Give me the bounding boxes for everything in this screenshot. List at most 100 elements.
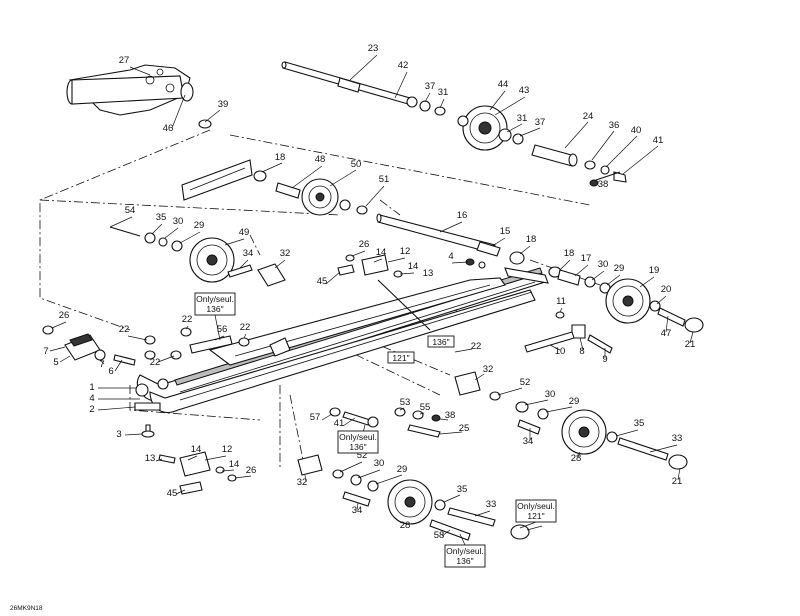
part-callout-28: 28 [571,453,582,464]
part-callout-6: 6 [108,366,113,377]
part-callout-22: 22 [471,341,482,352]
part-callout-13: 13 [145,453,156,464]
note-line: Only/seul. [446,546,484,556]
part-callout-45: 45 [317,276,328,287]
rear-right-wheel [454,371,688,470]
part-callout-32: 32 [483,364,494,375]
note-line: Only/seul. [339,432,377,442]
note-box [515,499,557,523]
part-callout-38: 38 [445,410,456,421]
diagram-code: 26MK9N18 [10,605,43,612]
rear-left-wheel [297,454,530,541]
part-callout-29: 29 [569,396,580,407]
part-callout-58: 58 [434,530,445,541]
right-front-wheel [524,266,704,354]
part-callout-14: 14 [408,261,419,272]
part-callout-54: 54 [125,205,136,216]
part-callout-22: 22 [240,322,251,333]
middle-hardware [329,407,441,438]
part-callout-28: 28 [400,520,411,531]
center-axle [376,213,549,284]
part-callout-22: 22 [119,324,130,335]
part-callout-30: 30 [545,389,556,400]
part-callout-52: 52 [357,450,368,461]
part-callout-13: 13 [423,268,434,279]
length-note: 121" [387,351,415,364]
part-callout-37: 37 [425,81,436,92]
part-callout-4: 4 [448,251,453,262]
note-box [194,292,236,316]
lower-left-blocks [158,451,237,495]
part-callout-26: 26 [359,239,370,250]
part-callout-32: 32 [280,248,291,259]
part-callout-26: 26 [246,465,257,476]
part-callout-31: 31 [438,87,449,98]
note-box [427,335,455,348]
part-callout-36: 36 [609,120,620,131]
part-callout-52: 52 [520,377,531,388]
part-callout-45: 45 [167,488,178,499]
part-callout-37: 37 [535,117,546,128]
callout-leaders [49,54,694,546]
part-callout-21: 21 [672,476,683,487]
note-line: 136" [432,337,449,347]
part-callout-9: 9 [602,354,607,365]
part-callout-22: 22 [182,314,193,325]
part-callout-14: 14 [191,444,202,455]
part-callout-50: 50 [351,159,362,170]
length-note: Only/seul.136" [337,430,379,454]
part-callout-47: 47 [661,328,672,339]
note-box [337,430,379,454]
part-callout-55: 55 [420,402,431,413]
part-callout-43: 43 [519,85,530,96]
part-callout-42: 42 [398,60,409,71]
part-callout-53: 53 [400,397,411,408]
part-callout-19: 19 [649,265,660,276]
part-callout-25: 25 [459,423,470,434]
left-idler-wheel [109,226,286,287]
note-line: Only/seul. [196,294,234,304]
slide-rail-assembly [134,267,546,438]
part-callout-41: 41 [653,135,664,146]
part-callout-24: 24 [583,111,594,122]
note-line: 136" [206,304,223,314]
part-callout-49: 49 [239,227,250,238]
center-blocks [337,254,486,331]
part-callout-12: 12 [222,444,233,455]
part-callout-56: 56 [217,324,228,335]
part-callout-31: 31 [517,113,528,124]
part-callout-26: 26 [59,310,70,321]
part-callout-7: 7 [43,346,48,357]
part-callout-30: 30 [374,458,385,469]
part-callout-22: 22 [150,357,161,368]
part-callout-2: 2 [89,404,94,415]
part-callout-11: 11 [556,296,566,307]
length-note: Only/seul.136" [444,544,486,568]
part-callout-40: 40 [631,125,642,136]
part-callout-44: 44 [498,79,509,90]
part-callout-35: 35 [457,484,468,495]
part-callout-51: 51 [379,174,390,185]
length-notes: Only/seul.136"136"121"Only/seul.136"Only… [194,292,557,568]
part-callout-39: 39 [218,99,229,110]
note-line: Only/seul. [517,501,555,511]
note-box [387,351,415,364]
part-callout-34: 34 [523,436,534,447]
part-callout-30: 30 [173,216,184,227]
part-callout-41: 41 [334,418,345,429]
part-callout-1: 1 [89,382,94,393]
part-callout-8: 8 [579,346,584,357]
part-callout-18: 18 [564,248,575,259]
rear-axle-assembly [281,61,627,187]
upper-idler-assembly [181,159,368,216]
part-callout-21: 21 [685,339,696,350]
part-callout-14: 14 [376,247,387,258]
length-note: Only/seul.121" [515,499,557,523]
rear-arm [66,64,212,129]
part-callout-23: 23 [368,43,379,54]
note-line: 121" [527,511,544,521]
part-callout-34: 34 [352,505,363,516]
note-box [444,544,486,568]
part-callout-5: 5 [53,357,58,368]
